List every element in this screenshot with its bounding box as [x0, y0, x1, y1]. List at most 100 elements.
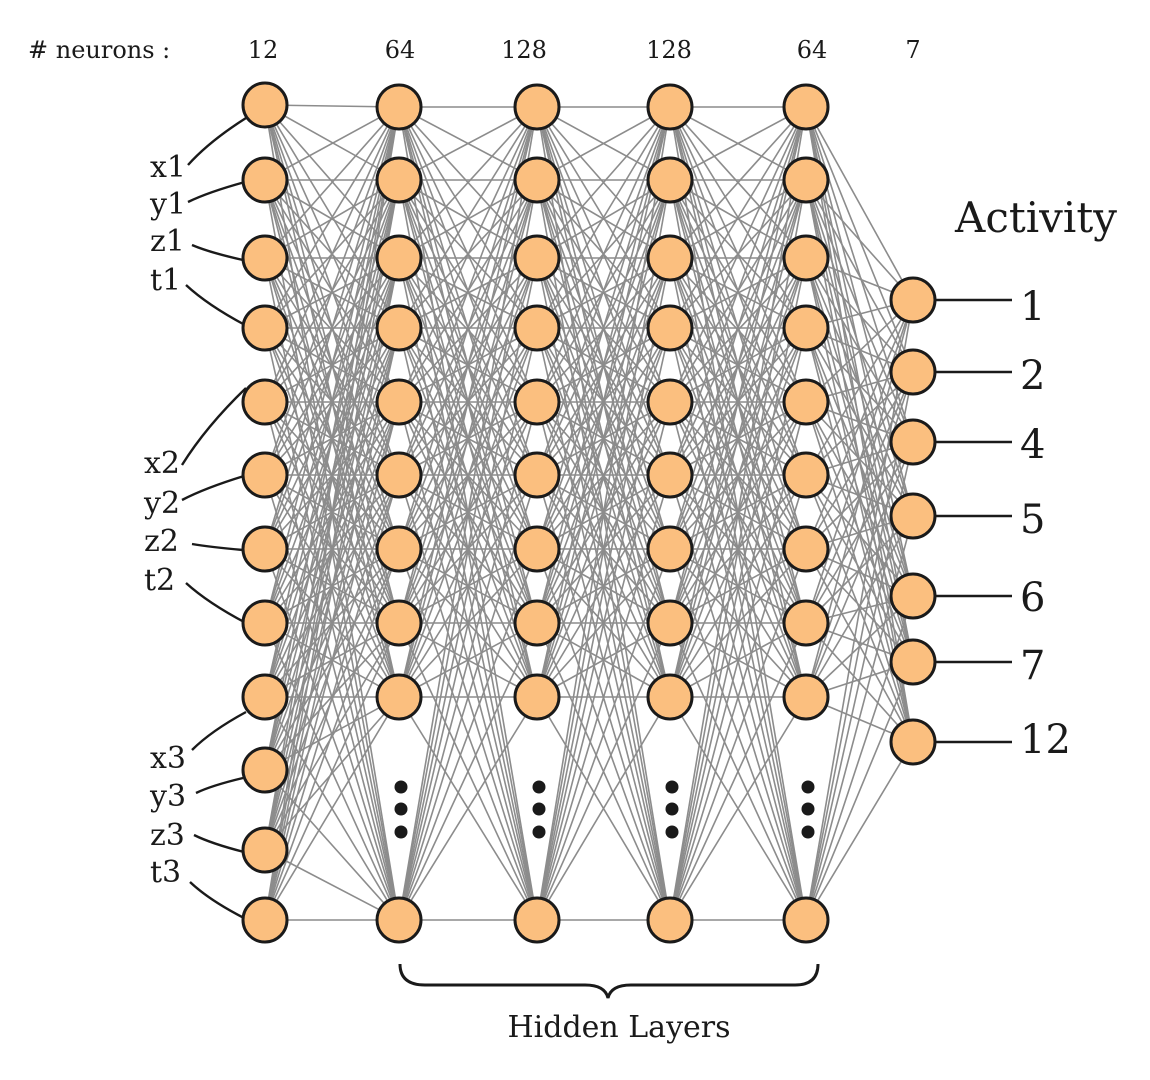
- hidden-neuron: [375, 156, 423, 204]
- connection-edge: [669, 106, 807, 698]
- connection-edge: [536, 622, 671, 921]
- connection-edge: [264, 106, 400, 329]
- ellipsis-dot: [532, 802, 546, 816]
- connection-edge: [264, 106, 400, 403]
- hidden-neuron: [375, 525, 423, 573]
- ellipsis-dot: [665, 780, 679, 794]
- connection-edge: [536, 179, 671, 921]
- connection-edge: [398, 106, 538, 624]
- ellipsis-dot: [532, 780, 546, 794]
- input-label-z1: z1: [150, 224, 185, 259]
- input-leader-line: [187, 116, 247, 166]
- connection-edge: [669, 696, 807, 921]
- connection-edge: [398, 106, 538, 698]
- connection-edge: [536, 548, 671, 921]
- input-neuron: [241, 673, 289, 721]
- input-label-x3: x3: [150, 741, 186, 776]
- input-label-y1: y1: [149, 187, 186, 222]
- input-neuron: [241, 525, 289, 573]
- ellipsis-dot: [801, 825, 815, 839]
- connection-edge: [805, 661, 914, 921]
- connection-edge: [669, 401, 807, 921]
- ellipsis-dot: [801, 780, 815, 794]
- output-label-7: 7: [1020, 643, 1045, 689]
- connection-edge: [536, 401, 671, 921]
- connection-edge: [669, 179, 807, 921]
- connection-edge: [805, 299, 914, 624]
- hidden-neuron: [375, 896, 423, 944]
- hidden-neuron: [513, 83, 561, 131]
- connection-edge: [669, 106, 807, 329]
- count-hidden-3: 128: [646, 36, 692, 64]
- connection-edge: [264, 106, 400, 921]
- hidden-neuron: [782, 673, 830, 721]
- count-hidden-1: 64: [385, 36, 416, 64]
- connection-edge: [669, 179, 807, 698]
- neurons-header-label: # neurons :: [28, 36, 170, 64]
- ellipsis-dots: [394, 780, 815, 839]
- connection-edge: [805, 741, 914, 921]
- hidden-neuron: [782, 896, 830, 944]
- hidden-neuron: [513, 673, 561, 721]
- connection-edge: [805, 299, 914, 403]
- connection-edge: [398, 548, 538, 921]
- ellipsis-dot: [394, 780, 408, 794]
- input-leader-line: [185, 582, 247, 625]
- connection-edge: [805, 179, 914, 443]
- ellipsis-dot: [665, 825, 679, 839]
- connection-edge: [536, 106, 671, 329]
- connection-edge: [264, 106, 400, 698]
- connection-edge: [805, 299, 914, 476]
- hidden-neuron: [646, 83, 694, 131]
- connection-edge: [398, 257, 538, 921]
- connection-edge: [398, 696, 538, 921]
- connection-edge: [536, 106, 671, 259]
- hidden-layers-label: Hidden Layers: [507, 1010, 730, 1045]
- connection-edge: [669, 106, 807, 921]
- connection-edge: [669, 106, 807, 624]
- hidden-neuron: [782, 451, 830, 499]
- connection-edge: [536, 327, 671, 921]
- connection-edge: [398, 106, 538, 259]
- output-label-6: 6: [1020, 575, 1045, 621]
- connection-edge: [264, 696, 400, 921]
- input-neuron: [241, 304, 289, 352]
- output-neuron: [889, 572, 937, 620]
- output-label-1: 1: [1020, 284, 1045, 330]
- hidden-neuron: [646, 896, 694, 944]
- hidden-neuron: [375, 451, 423, 499]
- label-leaders: [180, 116, 1012, 920]
- output-neuron: [889, 638, 937, 686]
- input-label-y2: y2: [143, 486, 180, 521]
- hidden-neuron: [782, 156, 830, 204]
- input-label-t1: t1: [150, 263, 181, 298]
- input-neuron: [241, 81, 289, 129]
- hidden-neuron: [513, 599, 561, 647]
- hidden-neuron: [646, 599, 694, 647]
- input-label-t2: t2: [144, 563, 175, 598]
- output-neuron: [889, 276, 937, 324]
- connection-edge: [669, 106, 807, 476]
- connection-edge: [805, 299, 914, 921]
- hidden-neuron: [513, 378, 561, 426]
- input-label-y3: y3: [149, 779, 186, 814]
- connection-edge: [398, 106, 538, 921]
- hidden-neuron: [375, 83, 423, 131]
- connection-edge: [805, 106, 914, 301]
- ellipsis-dot: [801, 802, 815, 816]
- input-leader-line: [191, 710, 247, 751]
- hidden-neuron: [646, 156, 694, 204]
- connection-edge: [805, 441, 914, 698]
- hidden-neuron: [513, 156, 561, 204]
- ellipsis-dot: [394, 802, 408, 816]
- connection-edge: [536, 106, 671, 181]
- input-label-t3: t3: [150, 855, 181, 890]
- input-label-z2: z2: [144, 524, 179, 559]
- connection-edge: [264, 179, 400, 921]
- ellipsis-dot: [665, 802, 679, 816]
- connection-edge: [398, 106, 538, 181]
- input-label-x2: x2: [144, 446, 180, 481]
- hidden-neuron: [782, 234, 830, 282]
- connection-edge: [536, 106, 671, 624]
- hidden-layers-brace: [398, 963, 820, 999]
